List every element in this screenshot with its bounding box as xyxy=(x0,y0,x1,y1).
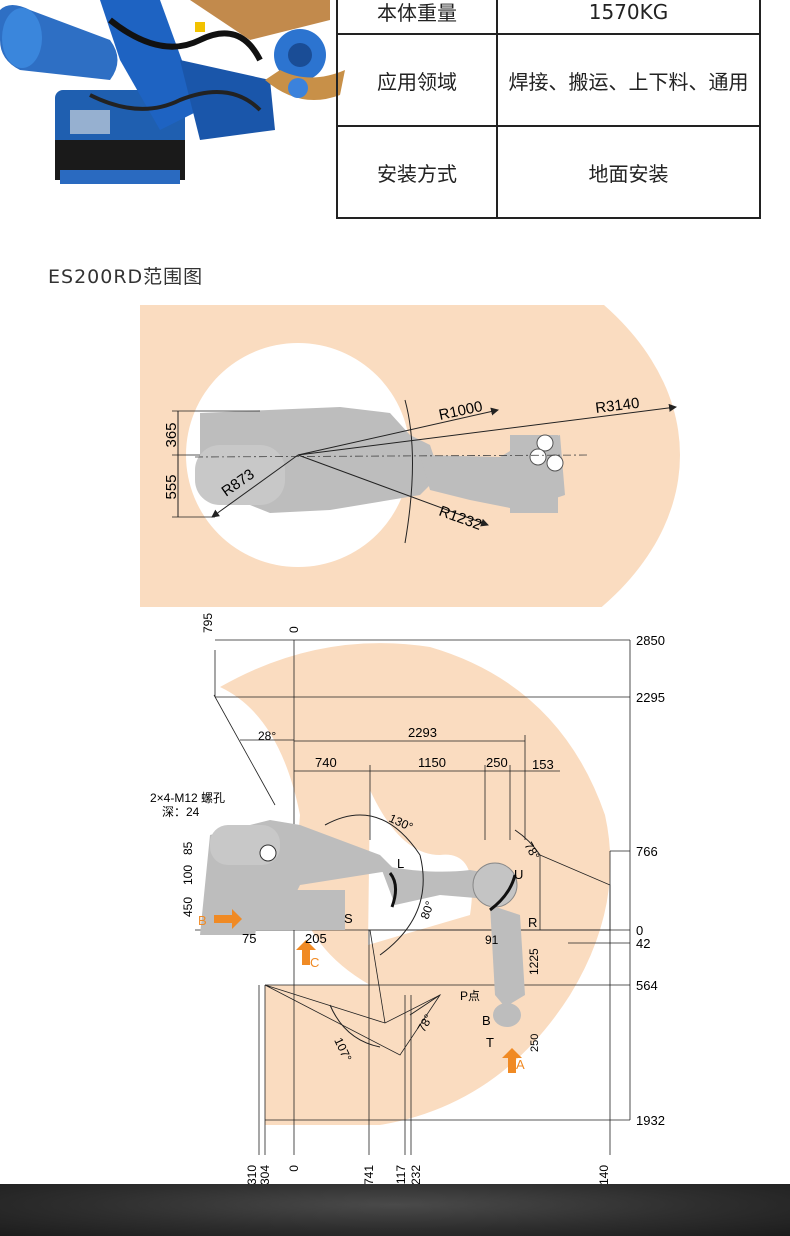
dim-label: 564 xyxy=(636,978,658,993)
dim-label: 0 xyxy=(636,923,643,938)
dim-label: 91 xyxy=(485,933,499,947)
dim-label: 75 xyxy=(242,931,256,946)
angle-label: 28° xyxy=(258,729,276,743)
dim-label: 3140 xyxy=(597,1165,611,1185)
dim-label: 766 xyxy=(636,844,658,859)
dim-label: 205 xyxy=(305,931,327,946)
axis-label-s: S xyxy=(344,911,353,926)
view-arrow-label: B xyxy=(198,913,207,928)
robot-photo xyxy=(0,0,345,215)
spec-row: 安装方式 地面安装 xyxy=(336,125,761,219)
axis-label-r: R xyxy=(528,915,537,930)
range-diagram: 365 555 R1000 R3140 R873 R1232 xyxy=(0,295,790,1192)
view-arrow-label: A xyxy=(516,1057,525,1072)
dim-label: 2850 xyxy=(636,633,665,648)
angle-label: 80° xyxy=(418,899,437,921)
spec-label: 安装方式 xyxy=(336,125,498,219)
dim-label: 100 xyxy=(181,865,195,885)
dim-label: 85 xyxy=(181,841,195,855)
axis-label-t: T xyxy=(486,1035,494,1050)
radius-label: R3140 xyxy=(594,395,640,417)
hole-note-depth: 深：24 xyxy=(162,805,200,819)
section-title: ES200RD范围图 xyxy=(48,266,204,288)
spec-value: 地面安装 xyxy=(496,125,761,219)
dim-label: 2295 xyxy=(636,690,665,705)
dim-label: 304 xyxy=(258,1165,272,1185)
footer-band xyxy=(0,1184,790,1236)
axis-label-b: B xyxy=(482,1013,491,1028)
p-point-label: P点 xyxy=(460,989,480,1003)
spec-label: 应用领域 xyxy=(336,33,498,127)
spec-row: 本体重量 1570KG xyxy=(336,0,761,35)
dim-label: 250 xyxy=(529,1034,541,1052)
dim-label: 1232 xyxy=(409,1165,423,1185)
spec-label: 本体重量 xyxy=(336,0,498,35)
dim-label: 1150 xyxy=(418,755,446,770)
spec-value: 1570KG xyxy=(496,0,761,35)
dim-label: 2293 xyxy=(408,725,437,740)
dim-label: 42 xyxy=(636,936,650,951)
spec-value: 焊接、搬运、上下料、通用 xyxy=(496,33,761,127)
axis-label-u: U xyxy=(514,867,523,882)
dim-label: 310 xyxy=(245,1165,259,1185)
spec-row: 应用领域 焊接、搬运、上下料、通用 xyxy=(336,33,761,127)
dim-label: 1225 xyxy=(527,948,541,975)
dim-label: 795 xyxy=(201,613,215,633)
dim-label: 365 xyxy=(163,422,180,447)
side-view: 795 0 2850 2295 766 0 42 564 1932 2293 7… xyxy=(150,613,665,1192)
view-arrow-label: C xyxy=(310,955,319,970)
dim-label: 250 xyxy=(486,755,508,770)
dim-label: 0 xyxy=(287,1165,301,1172)
dim-label: 555 xyxy=(163,474,180,499)
dim-label: 153 xyxy=(532,757,554,772)
axis-label-l: L xyxy=(397,856,404,871)
dim-label: 1117 xyxy=(394,1165,408,1185)
dim-label: 1932 xyxy=(636,1113,665,1128)
spec-table: 本体重量 1570KG 应用领域 焊接、搬运、上下料、通用 安装方式 地面安装 xyxy=(336,0,761,219)
dim-label: 741 xyxy=(362,1165,376,1185)
dim-label: 740 xyxy=(315,755,337,770)
dim-label: 0 xyxy=(287,626,301,633)
hole-note: 2×4-M12 螺孔 xyxy=(150,791,225,805)
top-view: 365 555 R1000 R3140 R873 R1232 xyxy=(140,305,680,607)
dim-label: 450 xyxy=(181,897,195,917)
